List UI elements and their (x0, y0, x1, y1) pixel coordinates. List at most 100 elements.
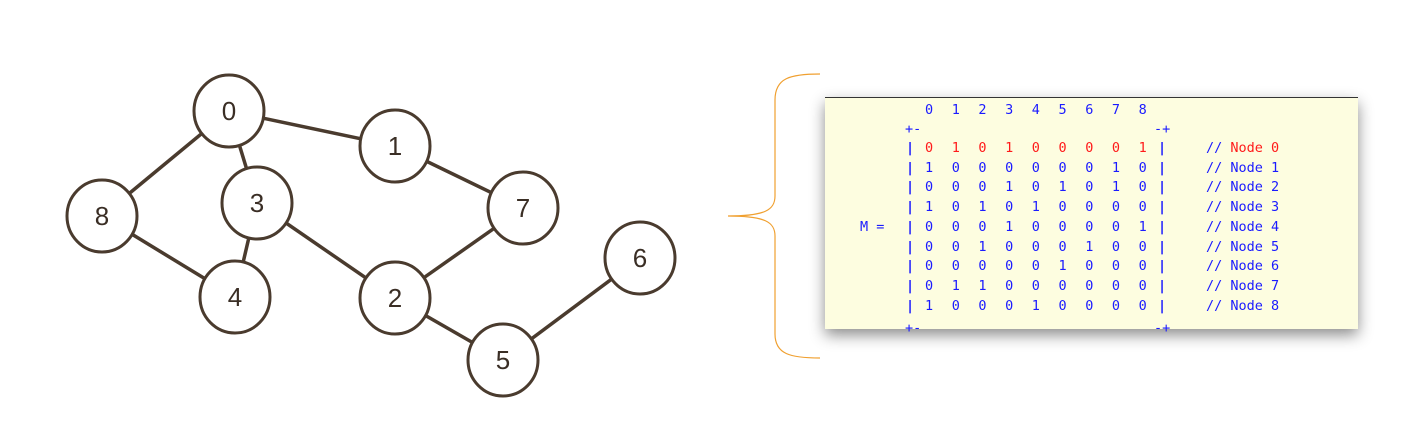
matrix-cell: 0 (951, 199, 960, 216)
matrix-cell: 1 (1111, 179, 1121, 196)
matrix-cell: 1 (1111, 159, 1121, 176)
node-2: 2 (358, 260, 432, 336)
row-comment: // Node 0 (1206, 140, 1280, 156)
matrix-cell: 0 (1058, 277, 1067, 294)
node-circle (466, 322, 540, 398)
matrix-cell: 0 (1058, 159, 1067, 176)
matrix-cell: 0 (1005, 258, 1014, 275)
column-header: 2 (978, 102, 987, 118)
row-comment: // Node 7 (1206, 277, 1280, 294)
matrix-label: M = (860, 218, 885, 235)
matrix-cell: 0 (1058, 297, 1067, 314)
matrix-cell: 0 (925, 179, 934, 196)
node-label: 7 (516, 193, 530, 223)
node-5: 5 (466, 322, 540, 398)
matrix-cell: 1 (925, 199, 934, 216)
matrix-cell: 0 (1005, 238, 1014, 255)
matrix-cell: 0 (1005, 277, 1014, 294)
matrix-corner-bottom-right: -+ (1154, 320, 1171, 336)
row-comment: // Node 2 (1206, 179, 1280, 196)
row-comment: // Node 6 (1206, 258, 1280, 275)
matrix-cell: 0 (1111, 238, 1121, 255)
node-circle (358, 260, 432, 336)
matrix-cell: 0 (1031, 179, 1040, 196)
matrix-bracket-left: | (906, 258, 915, 275)
matrix-cell: 0 (1085, 258, 1094, 275)
column-header: 0 (925, 102, 934, 118)
matrix-cell: 0 (1085, 218, 1094, 235)
matrix-bracket-left: | (906, 238, 915, 255)
matrix-cell: 0 (1111, 140, 1121, 156)
matrix-bracket-right: | (1158, 159, 1167, 176)
matrix-bracket-right: | (1158, 297, 1167, 314)
matrix-bracket-left: | (906, 159, 915, 176)
node-circle (192, 73, 266, 149)
matrix-cell: 1 (1085, 238, 1094, 255)
matrix-cell: 0 (925, 218, 934, 235)
node-label: 4 (228, 282, 242, 312)
matrix-cell: 0 (1138, 238, 1147, 255)
node-circle (603, 220, 677, 296)
matrix-cell: 1 (1138, 140, 1147, 156)
node-circle (486, 170, 560, 246)
column-header: 7 (1111, 102, 1121, 118)
matrix-bracket-left: | (906, 179, 915, 196)
column-header: 1 (951, 102, 960, 118)
matrix-cell: 1 (1005, 140, 1014, 156)
node-label: 3 (250, 188, 264, 218)
matrix-bracket-right: | (1158, 258, 1167, 275)
matrix-cell: 0 (1085, 277, 1094, 294)
matrix-cell: 0 (951, 297, 960, 314)
matrix-cell: 0 (1031, 258, 1040, 275)
matrix-bracket-left: | (906, 297, 915, 314)
matrix-bracket-right: | (1158, 179, 1167, 196)
matrix-cell: 0 (978, 218, 987, 235)
matrix-cell: 1 (1031, 297, 1040, 314)
node-circle (358, 108, 432, 184)
matrix-cell: 0 (1111, 277, 1121, 294)
matrix-cell: 0 (925, 238, 934, 255)
matrix-cell: 0 (1138, 297, 1147, 314)
matrix-cell: 1 (978, 238, 987, 255)
row-comment: // Node 8 (1206, 297, 1280, 314)
matrix-cell: 0 (1138, 258, 1147, 275)
node-circle (220, 165, 294, 241)
matrix-cell: 0 (1111, 297, 1121, 314)
matrix-cell: 0 (1138, 159, 1147, 176)
row-comment: // Node 5 (1206, 238, 1280, 255)
node-circle (65, 178, 139, 254)
matrix-cell: 0 (1085, 140, 1094, 156)
matrix-cell: 0 (925, 258, 934, 275)
matrix-cell: 0 (1058, 238, 1067, 255)
matrix-cell: 0 (1031, 140, 1040, 156)
matrix-cell: 0 (1031, 218, 1040, 235)
matrix-cell: 1 (1138, 218, 1147, 235)
matrix-cell: 1 (978, 277, 987, 294)
matrix-cell: 1 (978, 199, 987, 216)
matrix-cell: 1 (1058, 258, 1067, 275)
matrix-cell: 0 (1005, 297, 1014, 314)
row-comment: // Node 1 (1206, 159, 1280, 176)
matrix-cell: 0 (1005, 199, 1014, 216)
matrix-cell: 0 (1138, 199, 1147, 216)
matrix-cell: 1 (1058, 179, 1067, 196)
node-1: 1 (358, 108, 432, 184)
node-0: 0 (192, 73, 266, 149)
matrix-cell: 0 (1058, 218, 1067, 235)
matrix-cell: 1 (951, 277, 960, 294)
matrix-bracket-left: | (906, 218, 915, 235)
matrix-corner-bottom-left: +- (905, 320, 922, 336)
node-8: 8 (65, 178, 139, 254)
matrix-cell: 1 (951, 140, 960, 156)
matrix-cell: 0 (1031, 277, 1040, 294)
matrix-cell: 1 (1005, 179, 1014, 196)
matrix-cell: 0 (1085, 297, 1094, 314)
row-comment: // Node 4 (1206, 218, 1280, 235)
matrix-bracket-right: | (1158, 199, 1167, 216)
matrix-cell: 0 (1111, 258, 1121, 275)
matrix-cell: 0 (1138, 277, 1147, 294)
column-header: 8 (1138, 102, 1147, 118)
